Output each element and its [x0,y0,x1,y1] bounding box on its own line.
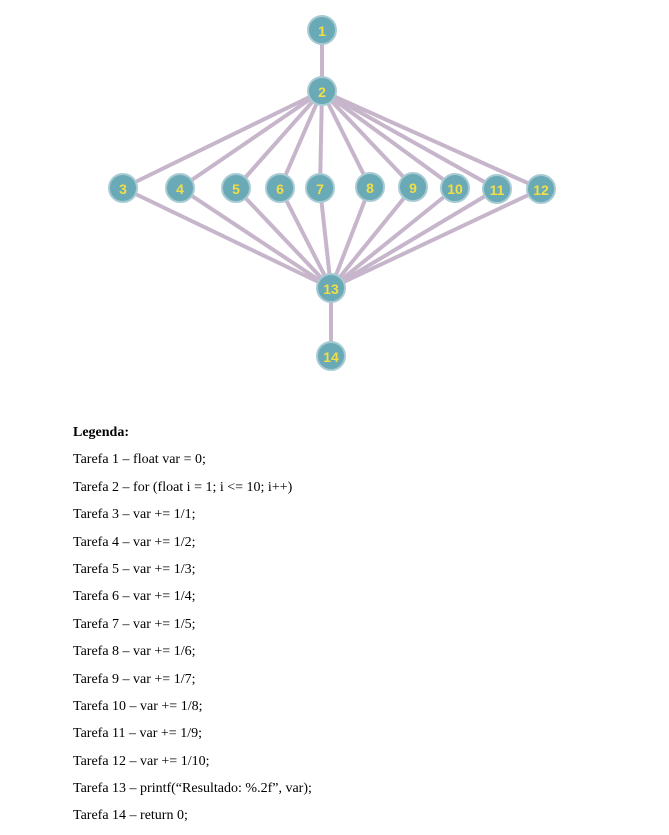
node-9: 9 [398,172,428,202]
node-10: 10 [440,173,470,203]
node-8: 8 [355,172,385,202]
legend-item-5: Tarefa 5 – var += 1/3; [73,561,196,577]
node-14: 14 [316,341,346,371]
legend-item-9: Tarefa 9 – var += 1/7; [73,671,196,687]
node-13: 13 [316,273,346,303]
edge-2-9 [320,89,415,189]
legend-item-3: Tarefa 3 – var += 1/1; [73,507,196,523]
node-label: 1 [318,23,326,39]
node-circle [307,76,337,106]
edge-2-7 [318,89,324,190]
edge-2-5 [234,89,324,190]
node-3: 3 [108,173,138,203]
node-11: 11 [482,174,512,204]
legend-item-14: Tarefa 14 – return 0; [73,808,188,824]
legend: Legenda: Tarefa 1 – float var = 0; Taref… [73,424,633,835]
legend-item-10: Tarefa 10 – var += 1/8; [73,698,203,714]
node-label: 6 [276,181,284,197]
edge-2-10 [320,89,457,190]
node-circle [305,173,335,203]
legend-title: Legenda: [73,425,129,440]
node-5: 5 [221,173,251,203]
node-7: 7 [305,173,335,203]
node-circle [398,172,428,202]
legend-item-7: Tarefa 7 – var += 1/5; [73,616,196,632]
legend-item-4: Tarefa 4 – var += 1/2; [73,534,196,550]
legend-item-12: Tarefa 12 – var += 1/10; [73,753,210,769]
node-label: 3 [119,181,127,197]
node-circle [355,172,385,202]
legend-item-8: Tarefa 8 – var += 1/6; [73,644,196,660]
node-label: 4 [176,181,184,197]
node-circle [316,273,346,303]
node-circle [108,173,138,203]
legend-item-1: Tarefa 1 – float var = 0; [73,452,206,468]
edge-6-13 [278,186,333,290]
edge-11-13 [329,187,499,290]
node-label: 5 [232,181,240,197]
node-label: 2 [318,84,326,100]
node-circle [316,341,346,371]
node-circle [221,173,251,203]
edge-2-4 [178,89,324,190]
node-label: 14 [323,349,339,365]
node-1: 1 [307,15,337,45]
node-circle [482,174,512,204]
edge-3-13 [121,186,333,290]
node-circle [526,174,556,204]
node-circle [265,173,295,203]
edge-5-13 [234,186,333,290]
edge-2-12 [320,89,543,191]
edge-9-13 [329,185,415,290]
edge-7-13 [318,186,333,290]
edge-2-8 [320,89,372,189]
edge-8-13 [329,185,372,290]
node-label: 11 [490,182,505,198]
node-label: 12 [533,182,549,198]
node-circle [440,173,470,203]
legend-item-11: Tarefa 11 – var += 1/9; [73,726,202,742]
node-label: 13 [323,281,339,297]
edge-2-3 [121,89,324,190]
edge-4-13 [178,186,333,290]
node-12: 12 [526,174,556,204]
edge-2-6 [278,89,324,190]
node-circle [165,173,195,203]
node-6: 6 [265,173,295,203]
node-label: 9 [409,180,417,196]
node-label: 8 [366,180,374,196]
node-4: 4 [165,173,195,203]
edge-2-11 [320,89,499,191]
legend-item-2: Tarefa 2 – for (float i = 1; i <= 10; i+… [73,479,293,495]
legend-item-6: Tarefa 6 – var += 1/4; [73,589,196,605]
node-circle [307,15,337,45]
edge-12-13 [329,187,543,290]
graph-edges [121,28,543,358]
node-label: 10 [447,181,463,197]
node-2: 2 [307,76,337,106]
node-label: 7 [316,181,324,197]
legend-item-13: Tarefa 13 – printf(“Resultado: %.2f”, va… [73,781,312,797]
edge-10-13 [329,186,457,290]
